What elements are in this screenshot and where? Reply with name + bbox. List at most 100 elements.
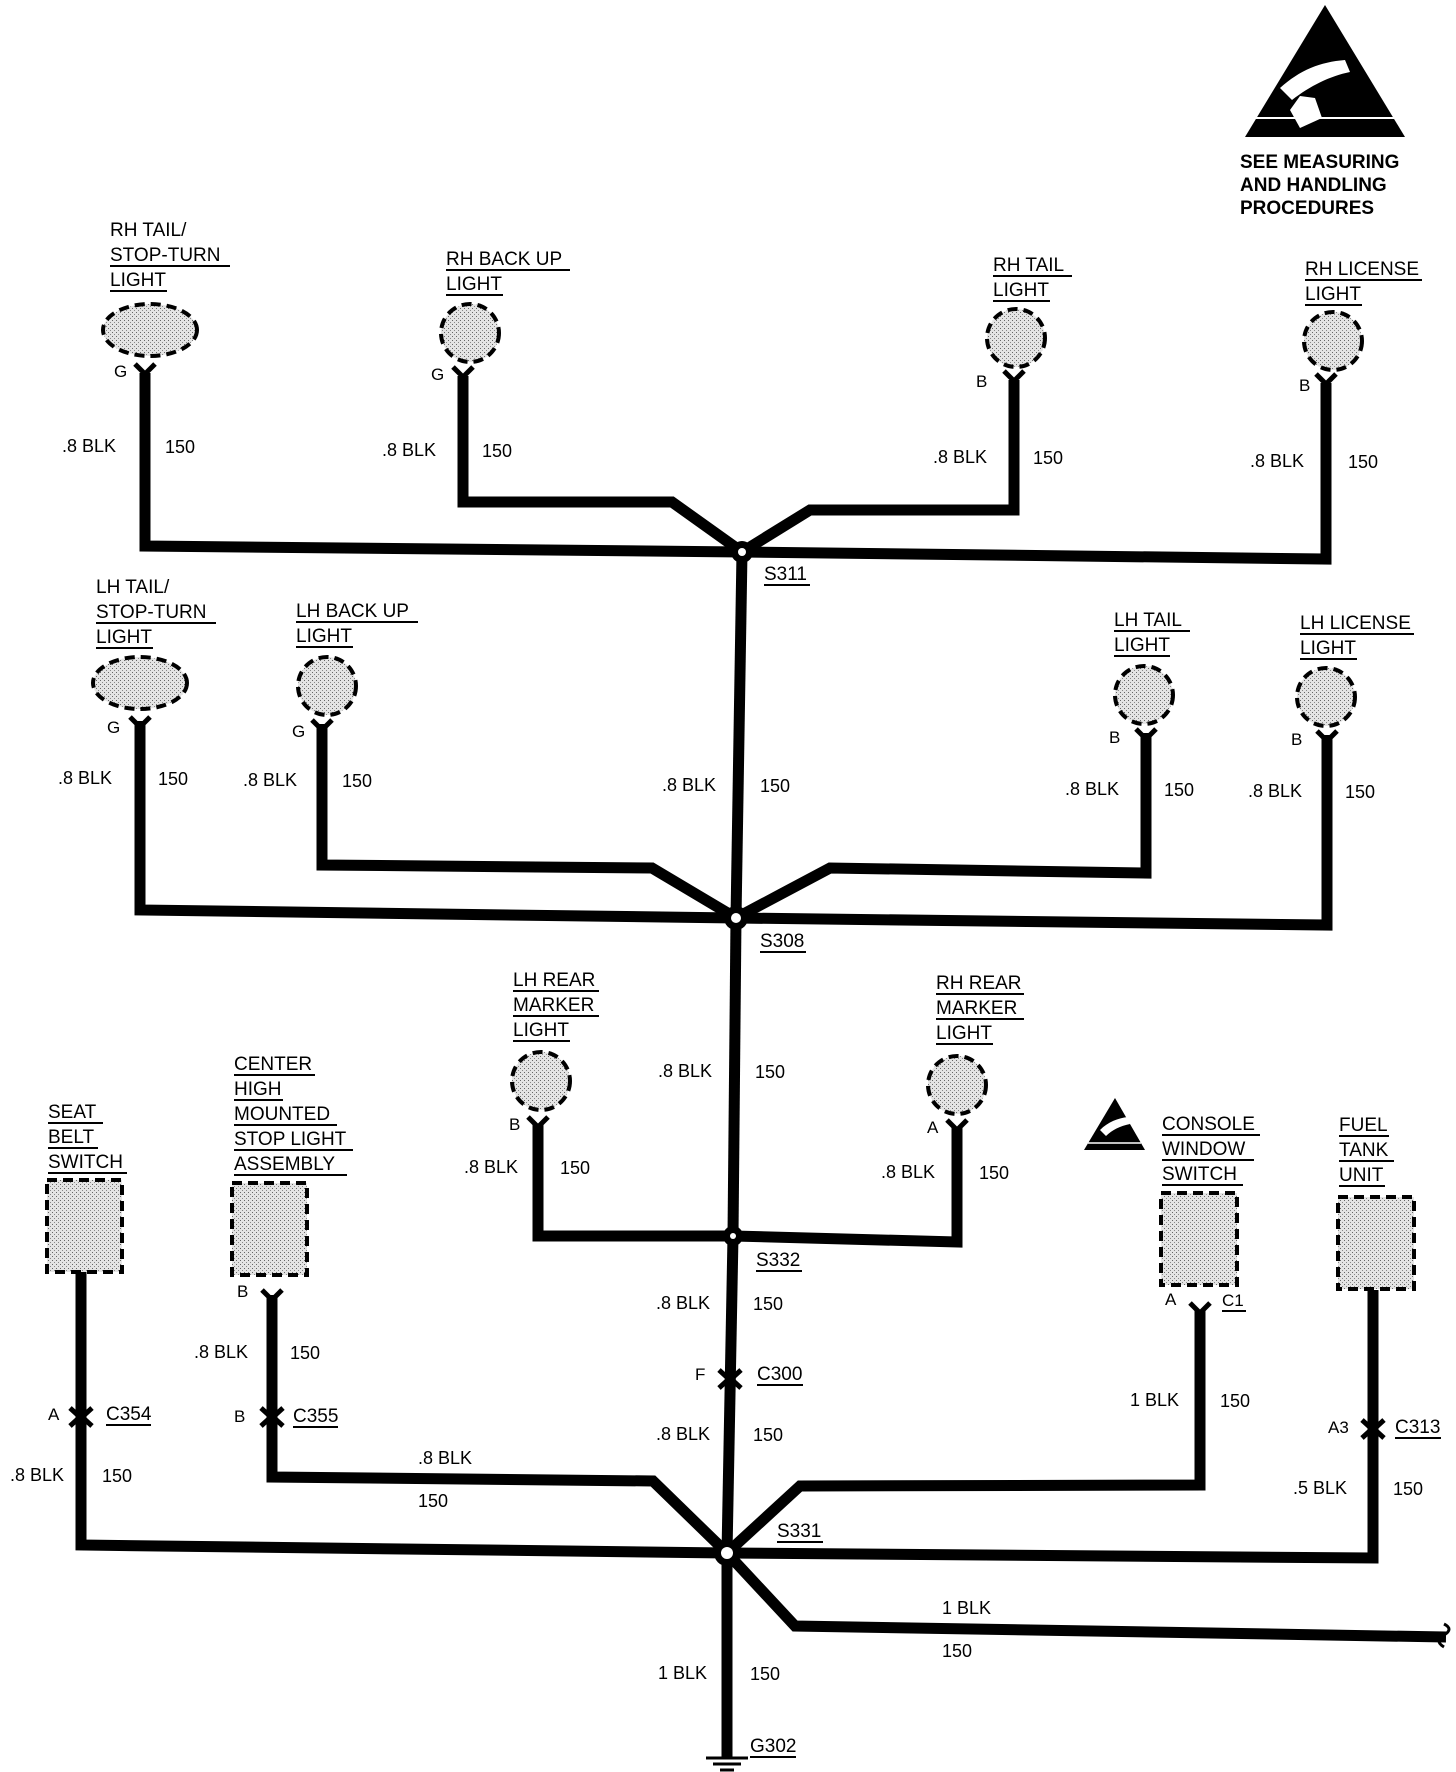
- circuit-label: 150: [750, 1664, 780, 1684]
- gauge-label: 1 BLK: [942, 1598, 991, 1618]
- wires: [75, 373, 1447, 1758]
- circuit-label: 150: [760, 776, 790, 796]
- label-lh-rear-marker-2: MARKER: [513, 995, 594, 1016]
- label-fuel-3: UNIT: [1339, 1165, 1384, 1186]
- rh-back-up-light-icon: [439, 302, 501, 364]
- pin-c300: F: [695, 1365, 705, 1384]
- gauge-label: .8 BLK: [656, 1424, 710, 1444]
- label-chmsl-4: STOP LIGHT: [234, 1129, 347, 1150]
- circuit-label: 150: [979, 1163, 1009, 1183]
- pin-rh-rear-marker: A: [927, 1118, 939, 1137]
- label-lh-tail-stop-turn-2: STOP-TURN: [96, 602, 206, 623]
- circuit-label: 150: [942, 1641, 972, 1661]
- console-window-switch-icon: [1159, 1191, 1239, 1287]
- circuit-label: 150: [342, 771, 372, 791]
- gauge-label: .8 BLK: [1065, 779, 1119, 799]
- gauge-label: .5 BLK: [1293, 1478, 1347, 1498]
- connector-c355: C355: [293, 1406, 338, 1427]
- gauge-label: .8 BLK: [382, 440, 436, 460]
- splice-s308: S308: [760, 931, 804, 952]
- label-rh-license-1: RH LICENSE: [1305, 259, 1419, 280]
- pin-console: A: [1165, 1290, 1177, 1309]
- label-lh-tail-stop-turn-3: LIGHT: [96, 627, 152, 648]
- gauge-label: .8 BLK: [881, 1162, 935, 1182]
- circuit-label: 150: [165, 437, 195, 457]
- circuit-label: 150: [1033, 448, 1063, 468]
- lh-tail-stop-turn-light-icon: [91, 655, 189, 711]
- circuit-label: 150: [102, 1466, 132, 1486]
- label-console-3: SWITCH: [1162, 1164, 1237, 1185]
- label-rh-rear-marker-2: MARKER: [936, 998, 1017, 1019]
- label-lh-rear-marker-3: LIGHT: [513, 1020, 569, 1041]
- label-rh-tail-stop-turn-1: RH TAIL/: [110, 220, 187, 241]
- label-chmsl-3: MOUNTED: [234, 1104, 330, 1125]
- label-rh-tail-stop-turn-2: STOP-TURN: [110, 245, 220, 266]
- label-rh-back-up-1: RH BACK UP: [446, 249, 562, 270]
- pin-rh-tail-stop-turn: G: [114, 362, 127, 381]
- circuit-label: 150: [418, 1491, 448, 1511]
- pin-lh-rear-marker: B: [509, 1115, 520, 1134]
- circuit-label: 150: [753, 1294, 783, 1314]
- circuit-label: 150: [755, 1062, 785, 1082]
- label-rh-license-2: LIGHT: [1305, 284, 1361, 305]
- gauge-label: .8 BLK: [658, 1061, 712, 1081]
- circuit-label: 150: [290, 1343, 320, 1363]
- component-bodies: [45, 302, 1416, 1291]
- pin-c313: A3: [1328, 1418, 1349, 1437]
- pin-rh-license: B: [1299, 376, 1310, 395]
- label-chmsl-2: HIGH: [234, 1079, 282, 1100]
- gauge-label: .8 BLK: [62, 436, 116, 456]
- gauge-label: .8 BLK: [194, 1342, 248, 1362]
- label-seat-belt-2: BELT: [48, 1127, 95, 1148]
- pin-lh-license: B: [1291, 730, 1302, 749]
- lh-rear-marker-light-icon: [510, 1050, 572, 1112]
- gauge-label: .8 BLK: [933, 447, 987, 467]
- ground-g302: G302: [750, 1736, 796, 1757]
- label-lh-back-up-1: LH BACK UP: [296, 601, 409, 622]
- ground-icon: [706, 1756, 748, 1772]
- pin-chmsl: B: [237, 1282, 248, 1301]
- pin-lh-back-up: G: [292, 722, 305, 741]
- terminal-symbols: [128, 362, 1339, 1317]
- label-lh-tail-2: LIGHT: [1114, 635, 1170, 656]
- circuit-label: 150: [1393, 1479, 1423, 1499]
- splice-s332: S332: [756, 1250, 800, 1271]
- inline-connectors: [68, 1368, 1386, 1440]
- esd-small-icon: [1084, 1098, 1145, 1150]
- label-lh-license-1: LH LICENSE: [1300, 613, 1411, 634]
- notice-line-3: PROCEDURES: [1240, 198, 1374, 219]
- seat-belt-switch-icon: [45, 1178, 124, 1274]
- gauge-label: .8 BLK: [662, 775, 716, 795]
- label-fuel-2: TANK: [1339, 1140, 1389, 1161]
- label-console-1: CONSOLE: [1162, 1114, 1255, 1135]
- gauge-label: 1 BLK: [658, 1663, 707, 1683]
- rh-rear-marker-light-icon: [926, 1054, 988, 1116]
- component-labels: RH TAIL/ STOP-TURN LIGHT RH BACK UP LIGH…: [48, 220, 1422, 1187]
- rh-tail-stop-turn-light-icon: [101, 302, 199, 358]
- circuit-label: 150: [1220, 1391, 1250, 1411]
- label-chmsl-5: ASSEMBLY: [234, 1154, 335, 1175]
- gauge-label: .8 BLK: [1248, 781, 1302, 801]
- rh-license-light-icon: [1302, 310, 1364, 372]
- circuit-label: 150: [1348, 452, 1378, 472]
- label-lh-tail-stop-turn-1: LH TAIL/: [96, 577, 170, 598]
- gauge-label: .8 BLK: [418, 1448, 472, 1468]
- pin-lh-tail-stop-turn: G: [107, 718, 120, 737]
- splice-s311: S311: [764, 564, 807, 585]
- label-lh-license-2: LIGHT: [1300, 638, 1356, 659]
- splice-s331: S331: [777, 1521, 821, 1542]
- gauge-label: .8 BLK: [1250, 451, 1304, 471]
- circuit-label: 150: [753, 1425, 783, 1445]
- label-rh-tail-1: RH TAIL: [993, 255, 1064, 276]
- gauge-label: .8 BLK: [243, 770, 297, 790]
- lh-license-light-icon: [1295, 666, 1357, 728]
- gauge-label: .8 BLK: [464, 1157, 518, 1177]
- label-rh-back-up-2: LIGHT: [446, 274, 502, 295]
- splice-dots: [714, 541, 753, 1566]
- label-rh-tail-2: LIGHT: [993, 280, 1049, 301]
- wire-continuation-icon: [1437, 1622, 1451, 1649]
- circuit-label: 150: [158, 769, 188, 789]
- node-labels: S311 S308 S332 S331 G302 A C354 B C355 F…: [48, 564, 1441, 1758]
- connector-c313: C313: [1395, 1417, 1440, 1438]
- wire-labels: .8 BLK 150 .8 BLK 150 .8 BLK 150 .8 BLK …: [10, 436, 1423, 1684]
